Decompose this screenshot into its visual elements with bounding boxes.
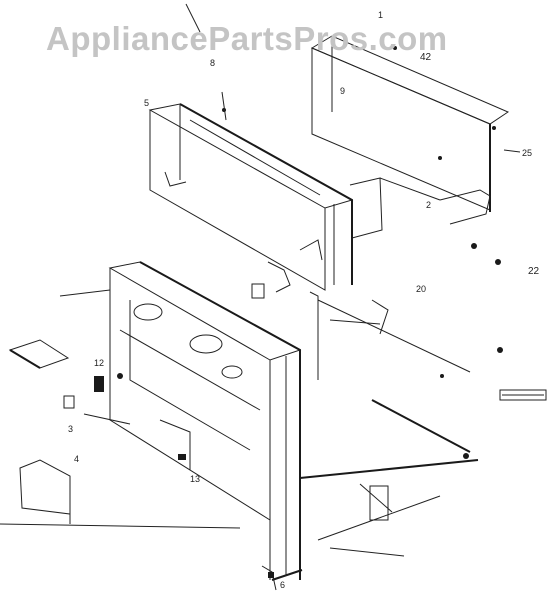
part-label-3: 3 [68, 424, 73, 434]
back-panel [310, 35, 521, 212]
part-label-25: 25 [522, 148, 532, 158]
part-label-5: 5 [144, 98, 149, 108]
right-label-plate [499, 389, 547, 401]
side-bracket [349, 177, 503, 378]
bottom-hinge [261, 565, 277, 591]
part-label-12: 12 [94, 358, 104, 368]
part-label-13: 13 [190, 474, 200, 484]
hinge-clips [251, 261, 471, 380]
part-label-2: 2 [426, 200, 431, 210]
part-label-6: 6 [280, 580, 285, 590]
bottom-rail [0, 399, 479, 557]
inner-door-panel [148, 91, 354, 291]
part-label-22: 22 [528, 266, 540, 277]
part-label-4: 4 [74, 454, 79, 464]
outer-door-frame [108, 261, 303, 581]
watermark-text: AppliancePartsPros.com [46, 20, 448, 57]
left-small-parts [8, 289, 131, 524]
part-label-8: 8 [210, 58, 215, 68]
leader-line-top [185, 3, 201, 33]
part-label-9: 9 [340, 86, 345, 96]
part-label-20: 20 [416, 284, 426, 294]
part-label-42: 42 [420, 52, 432, 63]
part-label-1: 1 [378, 10, 383, 20]
